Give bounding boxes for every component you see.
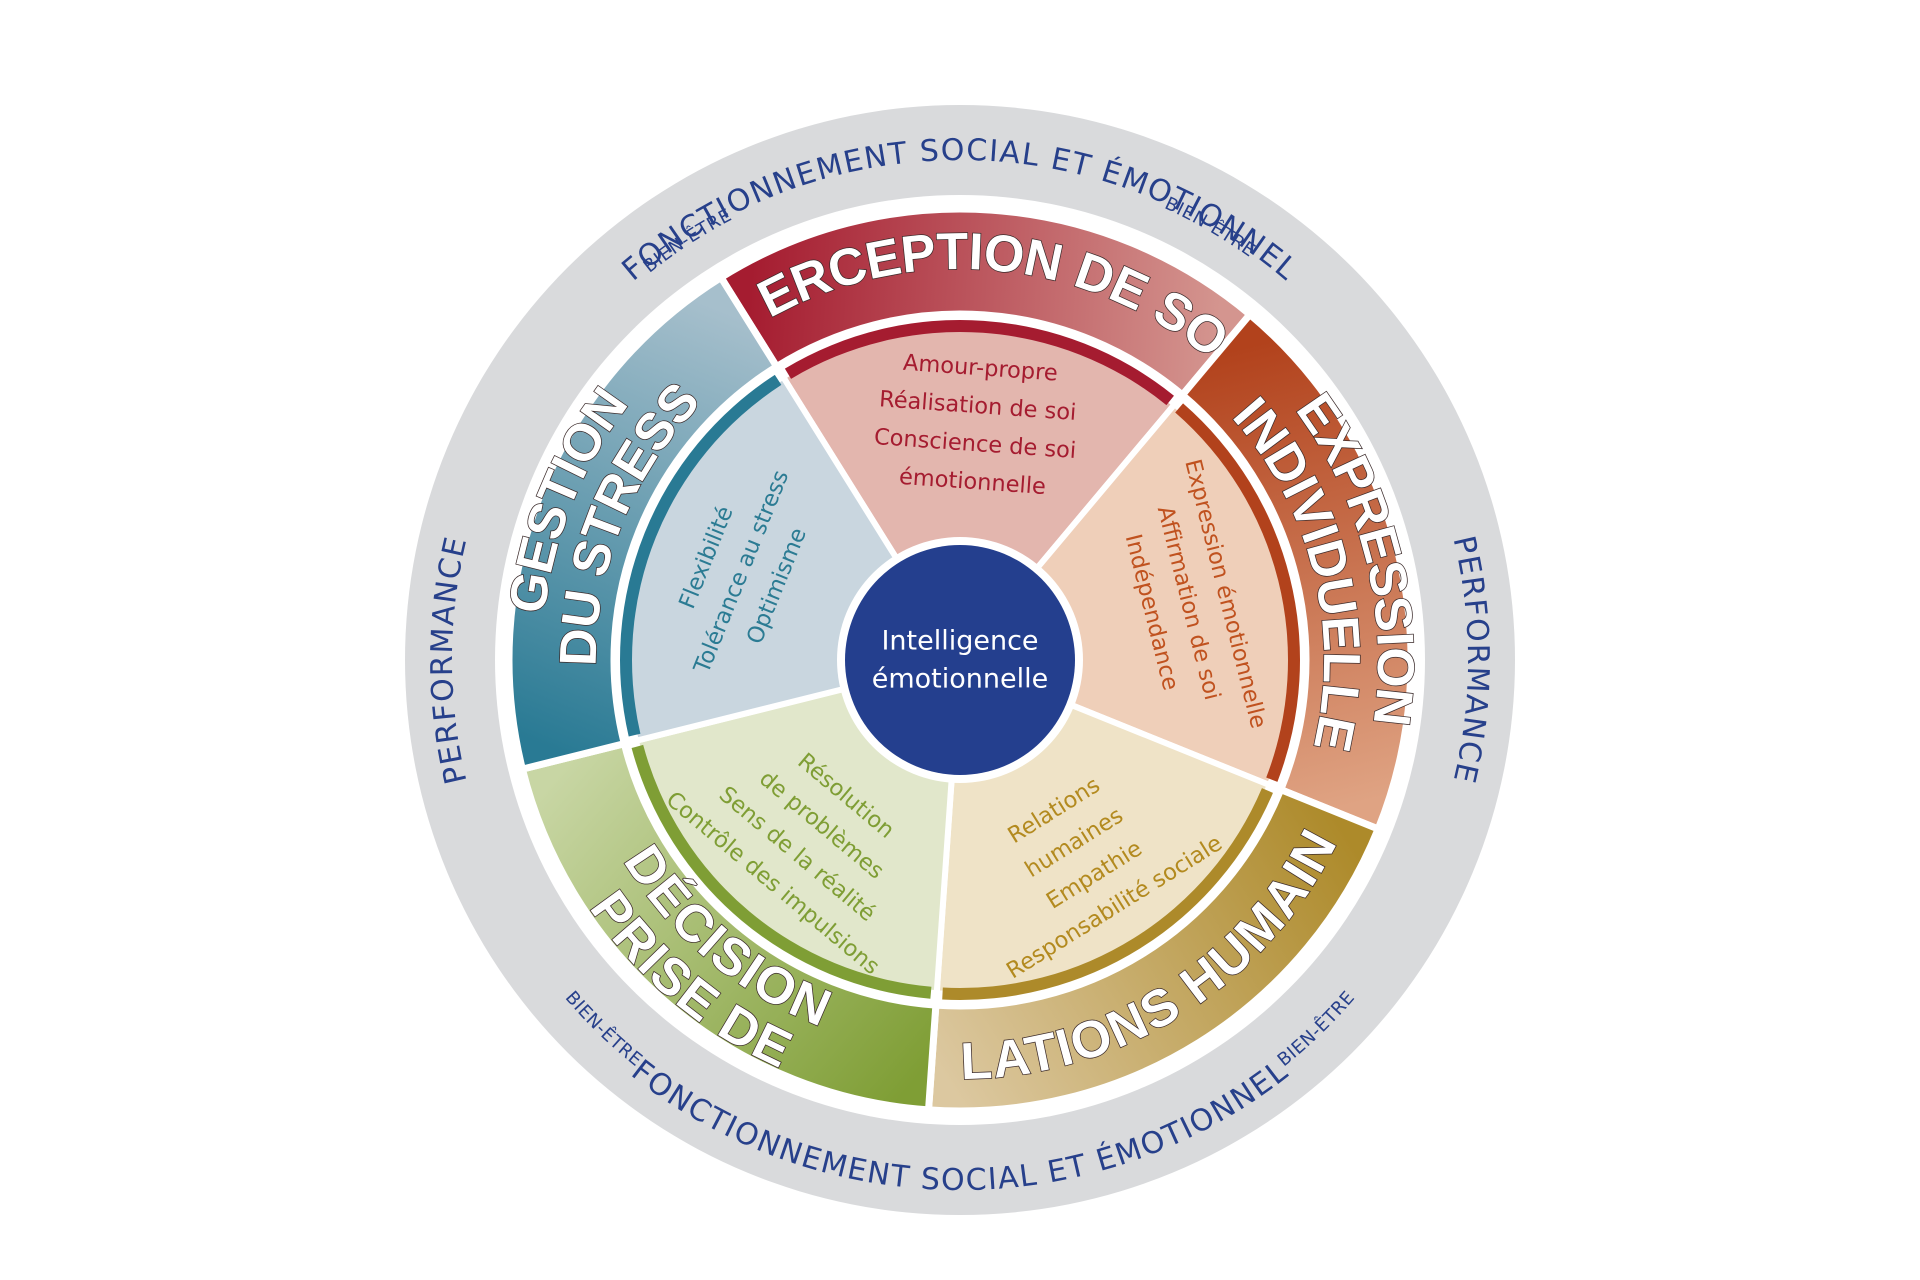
expression-individuelle-divider xyxy=(1175,403,1300,782)
prise-de-decision-divider xyxy=(631,744,932,999)
center-label-line-2: émotionnelle xyxy=(872,664,1049,695)
center-circle xyxy=(845,545,1075,775)
relations-humaines-divider xyxy=(942,788,1273,1000)
gestion-du-stress-band xyxy=(505,274,781,773)
center-label-line-1: Intelligence xyxy=(881,626,1038,657)
gestion-du-stress-divider xyxy=(619,374,782,737)
perception-de-soi-divider xyxy=(784,320,1174,406)
